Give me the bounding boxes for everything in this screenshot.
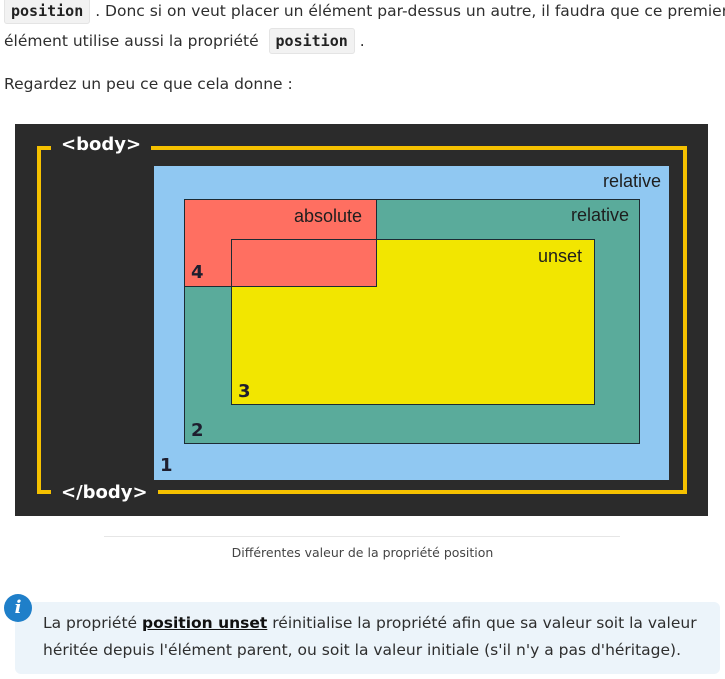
note-before: La propriété [43,614,143,632]
box-1-label: relative [602,171,661,191]
box-2-number: 2 [191,420,204,441]
box-1-number: 1 [160,455,173,476]
body-close-tag: </body> [51,482,158,503]
intro-text-2: élément utilise aussi la propriété [4,32,259,50]
intro-line-2: élément utilise aussi la propriété posit… [4,26,365,57]
note-link-position-unset[interactable]: position unset [142,614,268,632]
box-4-number: 4 [191,262,204,283]
code-position-1: position [4,0,91,24]
intro-line-3: Regardez un peu ce que cela donne : [4,75,293,93]
caption-divider [104,536,620,537]
position-diagram: <body> </body> relative 1 relative 2 abs… [15,124,708,516]
body-open-tag: <body> [51,134,152,155]
box-3-number: 3 [238,381,251,402]
info-note: La propriété position unset réinitialise… [15,602,720,674]
intro-text-1: . Donc si on veut placer un élément par-… [95,2,725,20]
note-after: réinitialise la propriété afin que sa va… [267,614,697,632]
box-2-label: relative [570,205,629,225]
note-text: La propriété position unset réinitialise… [43,610,697,664]
intro-line-1: position . Donc si on veut placer un élé… [4,0,725,27]
box-4-overlap [231,239,377,287]
intro-text-3: . [359,32,365,50]
body-frame [37,146,687,494]
figure-caption: Différentes valeur de la propriété posit… [231,545,494,560]
note-line-2: héritée depuis l'élément parent, ou soit… [43,641,682,659]
box-4-label: absolute [293,206,362,226]
box-3-label: unset [537,246,582,266]
code-position-2: position [268,28,355,54]
info-icon: i [4,594,32,622]
